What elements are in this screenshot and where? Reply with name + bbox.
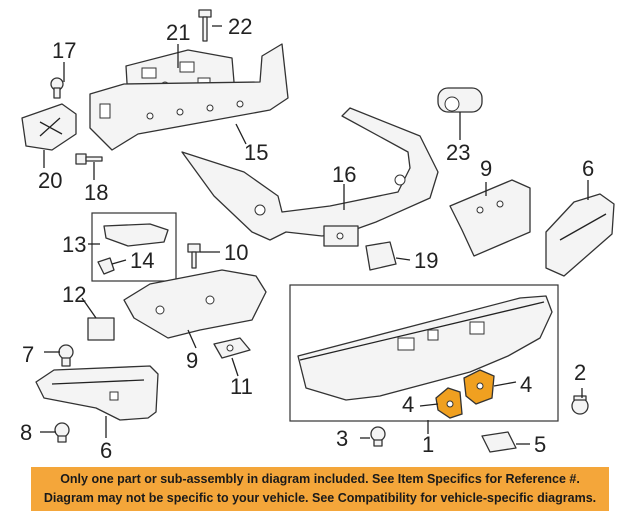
part-14-clip: [97, 257, 115, 275]
disclaimer-banner: Only one part or sub-assembly in diagram…: [31, 467, 609, 511]
part-9-step-pad: [123, 269, 267, 339]
part-7-clip: [58, 344, 74, 367]
part-19-cover: [365, 241, 397, 271]
part-12-bracket: [87, 317, 115, 341]
part-10-bolt: [187, 243, 201, 269]
part-13-pad: [103, 223, 169, 247]
callout-12: 12: [62, 282, 86, 307]
part-8-clip: [54, 422, 70, 443]
callout-14: 14: [130, 248, 154, 273]
part-4-bracket-left: [435, 387, 463, 419]
callout-2: 2: [574, 360, 586, 385]
callout-4-left: 4: [402, 392, 414, 417]
callout-13: 13: [62, 232, 86, 257]
part-1-box: [289, 284, 559, 422]
part-6-bumper-end-right: [545, 193, 615, 277]
callout-18: 18: [84, 180, 108, 205]
callout-8: 8: [20, 420, 32, 445]
part-15-crossmember: [89, 43, 289, 151]
disclaimer-line-1: Only one part or sub-assembly in diagram…: [60, 472, 580, 486]
callout-4-right: 4: [520, 372, 532, 397]
leader-lines: [40, 25, 589, 445]
part-1-bumper: [297, 295, 553, 401]
part-20-bracket: [21, 103, 77, 151]
part-6-bumper-end-left: [35, 365, 159, 421]
part-18-bolt: [75, 153, 103, 165]
callout-10: 10: [224, 240, 248, 265]
part-17-bolt: [50, 77, 64, 99]
disclaimer-line-2: Diagram may not be specific to your vehi…: [43, 491, 597, 505]
part-4-bracket-right: [463, 369, 495, 405]
callout-15: 15: [244, 140, 268, 165]
callout-17: 17: [52, 38, 76, 63]
callout-16: 16: [332, 162, 356, 187]
callout-21: 21: [166, 20, 190, 45]
callout-9-upper: 9: [480, 156, 492, 181]
part-2-clip: [571, 395, 589, 415]
callout-11: 11: [230, 374, 253, 399]
part-23-sensor: [437, 87, 483, 113]
part-22-bolt: [198, 9, 212, 42]
part-13-box: [91, 212, 177, 282]
callout-3: 3: [336, 426, 348, 451]
part-11-bracket: [213, 337, 251, 359]
part-16-hitch: [181, 107, 439, 247]
callout-22: 22: [228, 14, 252, 39]
callout-9-lower: 9: [186, 348, 198, 373]
callout-19: 19: [414, 248, 438, 273]
callout-20: 20: [38, 168, 62, 193]
callout-7: 7: [22, 342, 34, 367]
part-3-clip: [370, 426, 386, 447]
callout-1: 1: [422, 432, 434, 457]
callout-5: 5: [534, 432, 546, 457]
callout-labels: 21 22 17 20 18 15 23 16 9 6 13 14 10 19 …: [20, 14, 594, 463]
callout-6-lower: 6: [100, 438, 112, 463]
part-9-upper-bracket: [449, 179, 531, 257]
callout-6-upper: 6: [582, 156, 594, 181]
callout-23: 23: [446, 140, 470, 165]
part-5-cover: [481, 431, 517, 453]
